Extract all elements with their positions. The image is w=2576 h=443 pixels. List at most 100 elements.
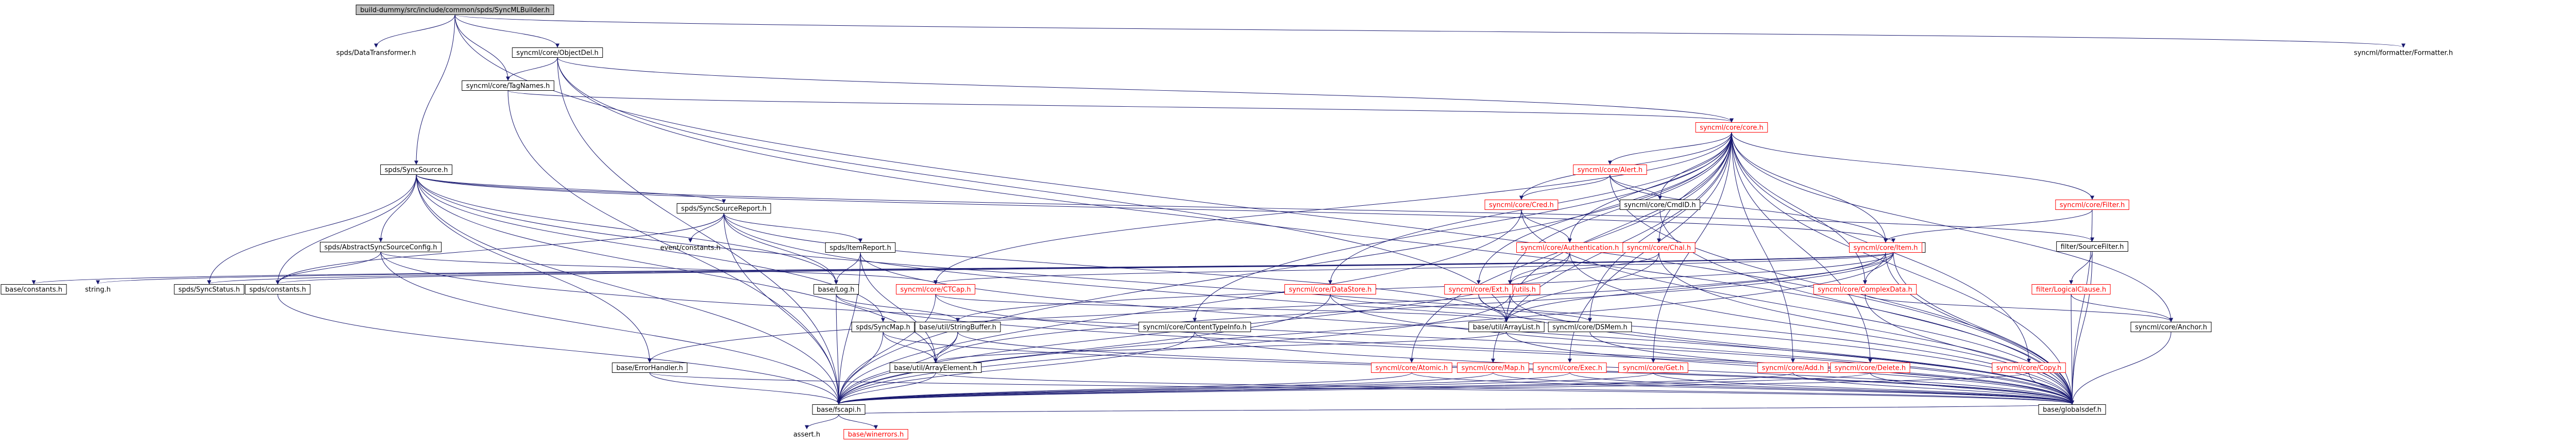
node-anchor[interactable]: syncml/core/Anchor.h bbox=[2130, 322, 2212, 332]
node-filter[interactable]: syncml/core/Filter.h bbox=[2055, 200, 2129, 210]
edge-syncmap-to-fscapi bbox=[837, 332, 884, 405]
node-core[interactable]: syncml/core/core.h bbox=[1695, 122, 1768, 133]
edge-alert-to-item bbox=[1609, 174, 1888, 243]
node-label: syncml/core/ObjectDel.h bbox=[516, 50, 598, 57]
node-syncmap[interactable]: spds/SyncMap.h bbox=[851, 322, 915, 332]
edge-syncsource-to-errorhandler bbox=[416, 174, 652, 363]
node-complexdata[interactable]: syncml/core/ComplexData.h bbox=[1813, 284, 1917, 294]
node-authentication[interactable]: syncml/core/Authentication.h bbox=[1516, 242, 1623, 253]
node-spdsconstants[interactable]: spds/constants.h bbox=[245, 284, 311, 294]
edge-core-to-complexdata bbox=[1731, 132, 1867, 285]
node-dsmem[interactable]: syncml/core/DSMem.h bbox=[1548, 322, 1632, 332]
node-basewinerrors[interactable]: base/winerrors.h bbox=[843, 429, 908, 439]
node-label: build-dummy/src/include/common/spds/Sync… bbox=[360, 7, 550, 14]
edge-syncitem-to-errorhandler bbox=[648, 252, 1894, 363]
node-cmdid[interactable]: syncml/core/CmdID.h bbox=[1619, 200, 1701, 210]
node-globalsdef[interactable]: base/globalsdef.h bbox=[2038, 404, 2106, 415]
edge-syncsource-to-syncitem bbox=[416, 174, 1895, 243]
edge-logicalclause-to-globalsdef bbox=[2070, 294, 2074, 405]
node-exec[interactable]: syncml/core/Exec.h bbox=[1533, 363, 1607, 373]
node-map[interactable]: syncml/core/Map.h bbox=[1457, 363, 1529, 373]
node-box bbox=[843, 429, 908, 439]
node-root[interactable]: build-dummy/src/include/common/spds/Sync… bbox=[355, 5, 554, 15]
edge-syncitem-to-syncstatus bbox=[207, 252, 1894, 285]
node-box bbox=[1484, 200, 1558, 210]
node-box bbox=[1813, 284, 1917, 294]
node-chal[interactable]: syncml/core/Chal.h bbox=[1622, 242, 1696, 253]
edge-abstractsyncsourceconfig-to-spdsconstants bbox=[276, 252, 381, 285]
node-datastore[interactable]: syncml/core/DataStore.h bbox=[1284, 284, 1376, 294]
node-logicalclause[interactable]: filter/LogicalClause.h bbox=[2031, 284, 2111, 294]
node-objectdel[interactable]: syncml/core/ObjectDel.h bbox=[512, 47, 603, 58]
node-errorhandler[interactable]: base/ErrorHandler.h bbox=[612, 363, 688, 373]
node-eventconstants[interactable]: event/constants.h bbox=[656, 243, 724, 253]
edge-get-to-fscapi bbox=[837, 372, 1654, 405]
node-get[interactable]: syncml/core/Get.h bbox=[1618, 363, 1688, 373]
node-baselog[interactable]: base/Log.h bbox=[814, 284, 859, 294]
node-delete[interactable]: syncml/core/Delete.h bbox=[1830, 363, 1910, 373]
node-cred[interactable]: syncml/core/Cred.h bbox=[1484, 200, 1558, 210]
node-box bbox=[1468, 322, 1545, 332]
edge-core-to-filter bbox=[1731, 132, 2094, 200]
node-filtersourcefilter[interactable]: filter/SourceFilter.h bbox=[2056, 241, 2128, 252]
node-box bbox=[245, 284, 311, 294]
node-label: syncml/core/core.h bbox=[1700, 124, 1764, 132]
node-box bbox=[1992, 363, 2066, 373]
edge-syncsource-to-spdsconstants bbox=[276, 174, 417, 285]
node-label: syncml/core/ContentTypeInfo.h bbox=[1143, 324, 1246, 332]
node-fscapi[interactable]: base/fscapi.h bbox=[812, 404, 866, 415]
node-formatter[interactable]: syncml/formatter/Formatter.h bbox=[2350, 48, 2457, 58]
node-box bbox=[2038, 404, 2106, 415]
node-copy[interactable]: syncml/core/Copy.h bbox=[1992, 363, 2066, 373]
node-syncsource[interactable]: spds/SyncSource.h bbox=[380, 165, 452, 175]
node-asserth[interactable]: assert.h bbox=[789, 430, 824, 439]
node-alert[interactable]: syncml/core/Alert.h bbox=[1573, 165, 1647, 175]
edge-abstractsyncsourceconfig-to-fscapi bbox=[380, 252, 841, 405]
edge-chal-to-globalsdef bbox=[1658, 252, 2074, 405]
node-ext[interactable]: syncml/core/Ext.h bbox=[1444, 284, 1513, 294]
node-label: spds/SyncSourceReport.h bbox=[681, 205, 767, 213]
node-box bbox=[1284, 284, 1376, 294]
nodes: build-dummy/src/include/common/spds/Sync… bbox=[1, 5, 2457, 439]
node-box bbox=[1138, 322, 1251, 332]
node-syncsourcereport[interactable]: spds/SyncSourceReport.h bbox=[676, 203, 771, 214]
node-stringbuffer[interactable]: base/util/StringBuffer.h bbox=[914, 322, 1001, 332]
edge-item-to-arraylist bbox=[1504, 252, 1886, 322]
edge-syncitem-to-globalsdef bbox=[1893, 252, 2074, 405]
node-label: spds/constants.h bbox=[249, 286, 306, 294]
node-itemreport[interactable]: spds/ItemReport.h bbox=[825, 242, 896, 253]
edge-fscapi-to-globalsdef bbox=[838, 403, 2074, 415]
node-box bbox=[2056, 241, 2128, 252]
edge-logicalclause-to-anchor bbox=[2071, 294, 2173, 322]
edge-root-to-syncsource bbox=[414, 14, 455, 165]
node-ctcap[interactable]: syncml/core/CTCap.h bbox=[896, 284, 975, 294]
edge-syncsourcereport-to-baselog bbox=[723, 213, 838, 285]
node-baseconstants[interactable]: base/constants.h bbox=[1, 284, 67, 294]
edge-core-to-ctcap bbox=[934, 132, 1732, 285]
node-tagnames[interactable]: syncml/core/TagNames.h bbox=[462, 80, 554, 91]
edge-tagnames-to-core bbox=[507, 90, 1734, 123]
node-box bbox=[1849, 242, 1923, 253]
node-atomic[interactable]: syncml/core/Atomic.h bbox=[1371, 363, 1452, 373]
node-arraylist[interactable]: base/util/ArrayList.h bbox=[1468, 322, 1545, 332]
node-box bbox=[812, 404, 866, 415]
node-arrayelement[interactable]: base/util/ArrayElement.h bbox=[889, 363, 982, 373]
node-label: syncml/core/Atomic.h bbox=[1376, 365, 1448, 372]
node-datatransformer[interactable]: spds/DataTransformer.h bbox=[332, 48, 420, 58]
node-add[interactable]: syncml/core/Add.h bbox=[1757, 363, 1828, 373]
edge-syncmap-to-arrayelement bbox=[883, 332, 938, 363]
node-syncstatus[interactable]: spds/SyncStatus.h bbox=[174, 284, 245, 294]
node-box bbox=[676, 203, 771, 214]
node-abstractsyncsourceconfig[interactable]: spds/AbstractSyncSourceConfig.h bbox=[319, 242, 442, 252]
edge-authentication-to-baseutils bbox=[1508, 252, 1570, 285]
edge-itemreport-to-baselog bbox=[834, 252, 861, 285]
node-label: assert.h bbox=[793, 431, 820, 439]
node-label: syncml/formatter/Formatter.h bbox=[2354, 50, 2453, 57]
node-string[interactable]: string.h bbox=[81, 285, 115, 294]
edge-item-to-complexdata bbox=[1863, 252, 1886, 285]
node-item[interactable]: syncml/core/Item.h bbox=[1849, 242, 1923, 253]
edge-abstractsyncsourceconfig-to-ctcap bbox=[380, 252, 938, 285]
node-contenttypeinfo[interactable]: syncml/core/ContentTypeInfo.h bbox=[1138, 322, 1251, 332]
node-label: base/constants.h bbox=[5, 286, 62, 294]
